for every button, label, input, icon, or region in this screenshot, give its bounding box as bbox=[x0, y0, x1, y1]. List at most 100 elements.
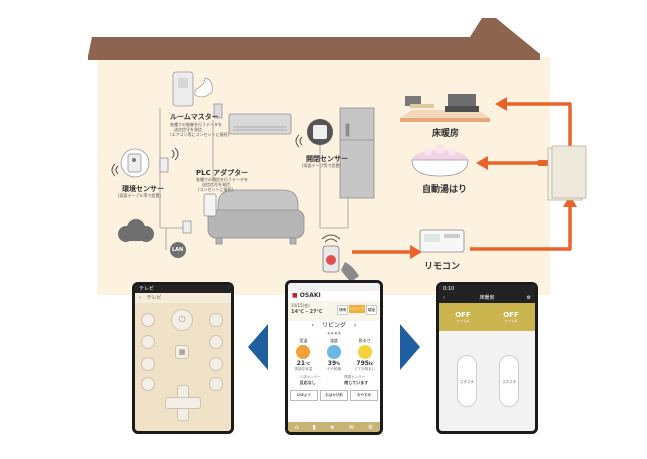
door-sensor-status: 開閉センサー 閉じています bbox=[344, 375, 368, 386]
zone-b-toggle[interactable]: スタスタ bbox=[499, 355, 519, 407]
remote-button[interactable] bbox=[141, 357, 155, 371]
zone-a-toggle[interactable]: スタスタ bbox=[457, 355, 477, 407]
dpad[interactable] bbox=[165, 385, 201, 421]
room-master-device bbox=[172, 71, 213, 107]
gear-icon[interactable]: ⚙ bbox=[367, 423, 374, 431]
door-sensor-label: 開閉センサー bbox=[306, 155, 348, 163]
weather-header: 10/15(金) 14℃ - 27℃ 快晴 リビング 寝室 bbox=[288, 301, 380, 321]
metric-note: やや乾燥 bbox=[326, 367, 341, 371]
star-icon[interactable]: ★ bbox=[329, 423, 336, 431]
toggle-label: スタスタ bbox=[460, 380, 474, 384]
remote-button[interactable] bbox=[141, 313, 155, 327]
sensor-title: 人感センサー bbox=[299, 375, 321, 379]
plc-adapter-label: PLC アダプター bbox=[196, 169, 249, 177]
brand-name: OSAKI bbox=[299, 292, 321, 299]
motion-sensor-status: 人感センサー 反応なし bbox=[300, 375, 321, 386]
date-text: 10/15(金) bbox=[291, 303, 310, 308]
status-bar: テレビ bbox=[135, 285, 231, 293]
app-brand: ■ OSAKI bbox=[288, 291, 380, 301]
auto-bath-label: 自動湯はり bbox=[422, 185, 468, 195]
door-sensor-desc: (両面テープ等で設置) bbox=[302, 163, 341, 168]
keypad-icon[interactable]: ▦ bbox=[175, 345, 189, 359]
metric-note: とても明るい bbox=[354, 367, 375, 371]
scene-button[interactable]: DSEよう bbox=[290, 390, 318, 401]
phone-osaki-app: ■ OSAKI 10/15(金) 14℃ - 27℃ 快晴 リビング 寝室 ‹ … bbox=[285, 280, 383, 435]
nav-right-arrow-icon[interactable] bbox=[398, 322, 422, 372]
tab-living[interactable]: リビング bbox=[349, 305, 365, 313]
zone-a-status: OFF ルームA bbox=[455, 311, 471, 324]
metric-unit: ℃ bbox=[305, 361, 310, 366]
scene-button[interactable]: おやすみ bbox=[350, 390, 378, 401]
home-icon[interactable]: ⌂ bbox=[294, 423, 299, 431]
tab-weather[interactable]: 快晴 bbox=[337, 305, 348, 315]
bathtub-illustration bbox=[411, 144, 469, 177]
smartphone-hand bbox=[322, 245, 359, 282]
back-icon[interactable]: ‹ bbox=[139, 295, 141, 301]
remote-controller bbox=[419, 229, 465, 253]
zone-status-value: OFF bbox=[455, 310, 471, 319]
chevron-right-icon[interactable]: › bbox=[353, 322, 357, 329]
screen-title: テレビ bbox=[146, 295, 162, 301]
remote-button[interactable] bbox=[141, 377, 155, 391]
metric-value: 795 bbox=[356, 360, 369, 367]
lan-label: LAN bbox=[172, 247, 184, 253]
phone-floor-heating: 0:10 ‹ 床暖房 ⚙ OFF ルームA OFF ルームB スタスタ スタスタ bbox=[436, 282, 538, 434]
nav-left-arrow-icon[interactable] bbox=[246, 322, 270, 372]
room-master-desc-3: (エアコン等にコンセントに接続) bbox=[170, 132, 230, 137]
app-header: ‹ テレビ bbox=[135, 293, 231, 303]
zone-status-label: ルームA bbox=[456, 318, 470, 323]
water-heater-unit bbox=[547, 145, 587, 201]
brand-logo-icon: ■ bbox=[292, 292, 298, 299]
plc-adapter-desc-3: (コンセントに接続) bbox=[198, 187, 234, 192]
tab-bedroom[interactable]: 寝室 bbox=[366, 305, 377, 315]
metric-name: 湿度 bbox=[329, 338, 338, 343]
metric-brightness: 照るさ 795lx とても明るい bbox=[350, 338, 380, 372]
bottom-tab-bar: ⌂ ▮ ★ ✉ ⚙ bbox=[288, 422, 380, 432]
metric-value: 39 bbox=[327, 360, 337, 367]
mail-icon[interactable]: ✉ bbox=[348, 423, 354, 431]
gear-icon[interactable]: ⚙ bbox=[526, 295, 531, 301]
chevron-left-icon[interactable]: ‹ bbox=[311, 322, 315, 329]
status-text: テレビ bbox=[139, 286, 155, 292]
app-header: ‹ 床暖房 ⚙ bbox=[439, 293, 535, 303]
sofa-illustration bbox=[207, 189, 305, 245]
status-bar bbox=[288, 283, 380, 291]
metric-name: 照るさ bbox=[358, 338, 371, 343]
remote-button[interactable] bbox=[141, 335, 155, 349]
toggle-label: スタスタ bbox=[502, 380, 516, 384]
zone-status-value: OFF bbox=[503, 310, 519, 319]
metric-humidity: 湿度 39% やや乾燥 bbox=[319, 338, 349, 372]
plc-adapter-device bbox=[203, 193, 217, 217]
screen-title: 床暖房 bbox=[479, 295, 495, 301]
power-button[interactable]: ⏻ bbox=[171, 309, 193, 331]
cloud-illustration bbox=[118, 219, 154, 242]
air-conditioner bbox=[228, 113, 292, 135]
zone-b-status: OFF ルームB bbox=[503, 311, 519, 324]
scene-buttons: DSEよう おはかけ前 おやすみ bbox=[288, 386, 380, 401]
sensor-value: 閉じています bbox=[344, 380, 369, 385]
remote-button[interactable] bbox=[209, 357, 223, 371]
room-master-label: ルームマスター bbox=[170, 113, 219, 121]
room-name: リビング bbox=[321, 322, 346, 329]
env-sensor-desc: (家庭テーブル等で設置) bbox=[118, 193, 161, 198]
remote-button[interactable] bbox=[209, 335, 223, 349]
plc-adapter-desc-2: 送信信号を発信 bbox=[202, 182, 230, 187]
back-icon[interactable]: ‹ bbox=[443, 295, 445, 301]
status-bar: 0:10 bbox=[439, 285, 535, 293]
metric-unit: lx bbox=[368, 361, 373, 366]
lan-icon bbox=[170, 242, 186, 258]
remote-button[interactable] bbox=[209, 377, 223, 391]
phone-tv-remote: テレビ ‹ テレビ ⏻ ▦ bbox=[132, 282, 234, 434]
metric-temperature: 室温 21℃ 快適な気温 bbox=[288, 338, 318, 372]
remote-button[interactable] bbox=[209, 313, 223, 327]
device-icon[interactable]: ▮ bbox=[312, 423, 316, 431]
sun-icon bbox=[357, 345, 372, 359]
zone-status-label: ルームB bbox=[504, 318, 518, 323]
floor-heating-illustration bbox=[400, 94, 490, 122]
room-selector[interactable]: ‹ リビング › bbox=[288, 321, 380, 331]
metric-note: 快適な気温 bbox=[294, 367, 313, 371]
metric-value: 21 bbox=[296, 360, 306, 367]
status-time: 0:10 bbox=[443, 286, 455, 292]
scene-button[interactable]: おはかけ前 bbox=[320, 390, 348, 401]
